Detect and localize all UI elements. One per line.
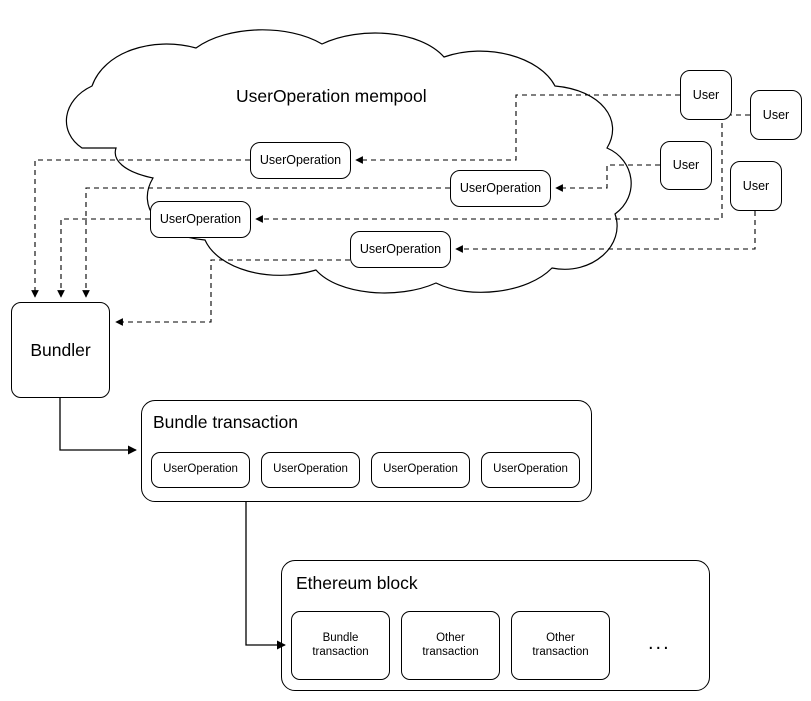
block-transaction-other-2[interactable]: Other transaction — [511, 611, 610, 680]
user-node-2-label: User — [762, 107, 790, 122]
user-node-4[interactable]: User — [730, 161, 782, 211]
mempool-useroperation-1-label: UserOperation — [259, 153, 342, 168]
bundle-useroperation-4-label: UserOperation — [493, 463, 568, 476]
mempool-useroperation-2[interactable]: UserOperation — [450, 170, 551, 207]
mempool-useroperation-3-label: UserOperation — [159, 212, 242, 227]
bundle-useroperation-1-label: UserOperation — [163, 463, 238, 476]
block-transaction-other-1-line1: Other — [436, 631, 465, 644]
wire-bundle-transaction-to-block — [245, 502, 286, 650]
user-node-1-label: User — [692, 87, 720, 102]
user-node-3[interactable]: User — [660, 141, 712, 190]
user-node-1[interactable]: User — [680, 70, 732, 120]
user-node-3-label: User — [672, 158, 700, 173]
bundle-useroperation-2[interactable]: UserOperation — [261, 452, 360, 488]
block-transaction-other-1[interactable]: Other transaction — [401, 611, 500, 680]
mempool-title: UserOperation mempool — [236, 86, 427, 106]
bundle-useroperation-4[interactable]: UserOperation — [481, 452, 580, 488]
block-transaction-other-2-line1: Other — [546, 631, 575, 644]
bundle-useroperation-3[interactable]: UserOperation — [371, 452, 470, 488]
bundle-useroperation-2-label: UserOperation — [273, 463, 348, 476]
wire-uop3-to-bundler — [57, 218, 150, 298]
wire-user4-to-uop4 — [455, 211, 756, 253]
bundle-transaction-title: Bundle transaction — [153, 412, 298, 432]
wire-bundler-to-bundle-transaction — [59, 398, 137, 455]
user-node-4-label: User — [742, 178, 770, 193]
mempool-useroperation-4[interactable]: UserOperation — [350, 231, 451, 268]
block-transaction-other-1-line2: transaction — [422, 645, 479, 658]
block-transaction-bundle[interactable]: Bundle transaction — [291, 611, 390, 680]
block-transaction-bundle-line2: transaction — [312, 645, 369, 658]
mempool-useroperation-2-label: UserOperation — [459, 181, 542, 196]
mempool-useroperation-4-label: UserOperation — [359, 242, 442, 257]
bundler-node[interactable]: Bundler — [11, 302, 110, 398]
ethereum-block-container[interactable] — [281, 560, 710, 691]
bundle-transaction-container[interactable] — [141, 400, 592, 502]
bundle-useroperation-3-label: UserOperation — [383, 463, 458, 476]
bundle-useroperation-1[interactable]: UserOperation — [151, 452, 250, 488]
bundler-label: Bundler — [30, 339, 91, 360]
block-transaction-other-2-line2: transaction — [532, 645, 589, 658]
block-more-ellipsis: ... — [648, 632, 671, 654]
mempool-useroperation-1[interactable]: UserOperation — [250, 142, 351, 179]
user-node-2[interactable]: User — [750, 90, 802, 140]
wire-uop4-to-bundler — [115, 259, 350, 326]
ethereum-block-title: Ethereum block — [296, 573, 418, 593]
block-transaction-bundle-line1: Bundle — [322, 631, 359, 644]
mempool-useroperation-3[interactable]: UserOperation — [150, 201, 251, 238]
wire-user3-to-uop2 — [555, 164, 660, 192]
